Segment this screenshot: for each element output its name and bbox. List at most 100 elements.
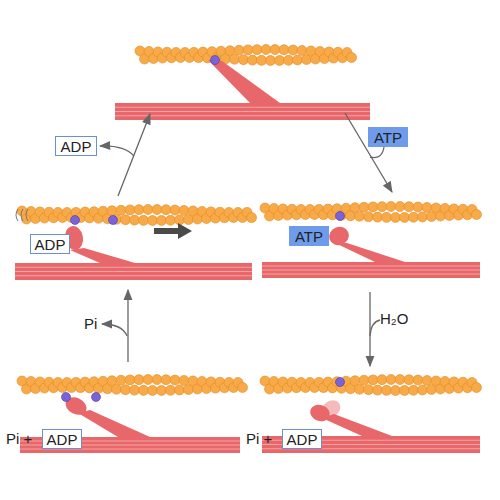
actin-bead [368, 375, 378, 385]
binding-site [71, 216, 80, 225]
actin-bead [179, 205, 189, 215]
actin-bead [395, 375, 405, 385]
molecule-name: ADP [287, 431, 318, 448]
actin-bead [247, 213, 257, 223]
filament-stripe [115, 107, 370, 108]
actin-bead [170, 205, 180, 215]
filament-stripe [262, 270, 480, 271]
actin-bead [161, 205, 171, 215]
actin-bead [143, 205, 153, 215]
actin-bead [239, 55, 249, 65]
molecule-name: ADP [47, 431, 78, 448]
actin-bead [359, 202, 369, 212]
actin-bead [252, 45, 262, 55]
cycle-arrow [345, 113, 392, 192]
filament-stripe [115, 111, 370, 112]
actin-bead [284, 55, 294, 65]
actin-bead [148, 215, 158, 225]
actin-bead [175, 215, 185, 225]
actin-bead [157, 215, 167, 225]
actin-bead [175, 385, 185, 395]
actin-bead [166, 385, 176, 395]
actin-bead [409, 385, 419, 395]
actin-bead [391, 385, 401, 395]
actin-bead [121, 385, 131, 395]
actin-bead [377, 202, 387, 212]
molecule-name: ATP [295, 228, 323, 245]
binding-site [336, 212, 345, 221]
actin-bead [364, 385, 374, 395]
actin-filament [17, 375, 248, 396]
actin-bead [152, 205, 162, 215]
actin-bead [355, 211, 365, 221]
filament-body [262, 262, 480, 278]
actin-bead [422, 375, 432, 385]
actin-bead [418, 385, 428, 395]
actin-bead [297, 45, 307, 55]
actin-bead [266, 55, 276, 65]
myosin-head [327, 224, 352, 248]
actin-bead [234, 45, 244, 55]
vibration-mark [16, 209, 18, 221]
molecule-box: ADP [30, 234, 70, 254]
actin-bead [116, 375, 126, 385]
actin-bead [347, 53, 357, 63]
actin-bead [368, 202, 378, 212]
actin-bead [166, 215, 176, 225]
actin-filament [17, 205, 257, 226]
filament-stripe [15, 271, 252, 272]
product-label: Pi + [6, 430, 42, 447]
cycle-arrow [100, 146, 134, 156]
actin-bead [382, 385, 392, 395]
actin-bead [261, 45, 271, 55]
molecule-box: ADP [55, 136, 97, 156]
molecule-name: ADP [35, 236, 66, 253]
cycle-arrow [118, 114, 150, 196]
cycle-arrow [369, 292, 370, 366]
filament-stripe [15, 275, 252, 276]
actin-filament [260, 202, 482, 223]
actin-bead [373, 212, 383, 222]
actin-bead [243, 45, 253, 55]
myosin-neck [208, 60, 280, 103]
reactant-label: H₂O [380, 310, 420, 327]
actin-bead [230, 54, 240, 64]
actin-bead [139, 385, 149, 395]
actin-bead [112, 384, 122, 394]
myosin-neck [78, 410, 150, 437]
actin-bead [161, 375, 171, 385]
molecule-name: ADP [61, 138, 92, 155]
filament-stripe [115, 115, 370, 116]
actin-bead [143, 375, 153, 385]
actin-bead [413, 202, 423, 212]
actin-bead [170, 375, 180, 385]
binding-site [109, 216, 118, 225]
actin-bead [157, 385, 167, 395]
actin-bead [404, 202, 414, 212]
swing-mark [316, 398, 331, 403]
actin-bead [288, 45, 298, 55]
actin-bead [400, 385, 410, 395]
molecule-box: ADP [42, 429, 82, 449]
product-label: Pi + [246, 430, 282, 447]
actin-bead [248, 55, 258, 65]
binding-site [211, 56, 220, 65]
myosin-neck [70, 248, 135, 263]
cycle-arrow [102, 324, 127, 336]
filament-body [15, 263, 252, 280]
molecule-box-filled: ATP [368, 127, 408, 147]
actin-bead [121, 215, 131, 225]
actin-bead [275, 55, 285, 65]
actin-bead [270, 45, 280, 55]
cycle-arrow [127, 290, 128, 362]
actin-bead [279, 45, 289, 55]
actin-bead [134, 205, 144, 215]
actin-bead [373, 385, 383, 395]
actin-bead [125, 375, 135, 385]
vibration-mark [26, 209, 28, 221]
actin-bead [359, 375, 369, 385]
actin-bead [179, 375, 189, 385]
actin-bead [355, 384, 365, 394]
